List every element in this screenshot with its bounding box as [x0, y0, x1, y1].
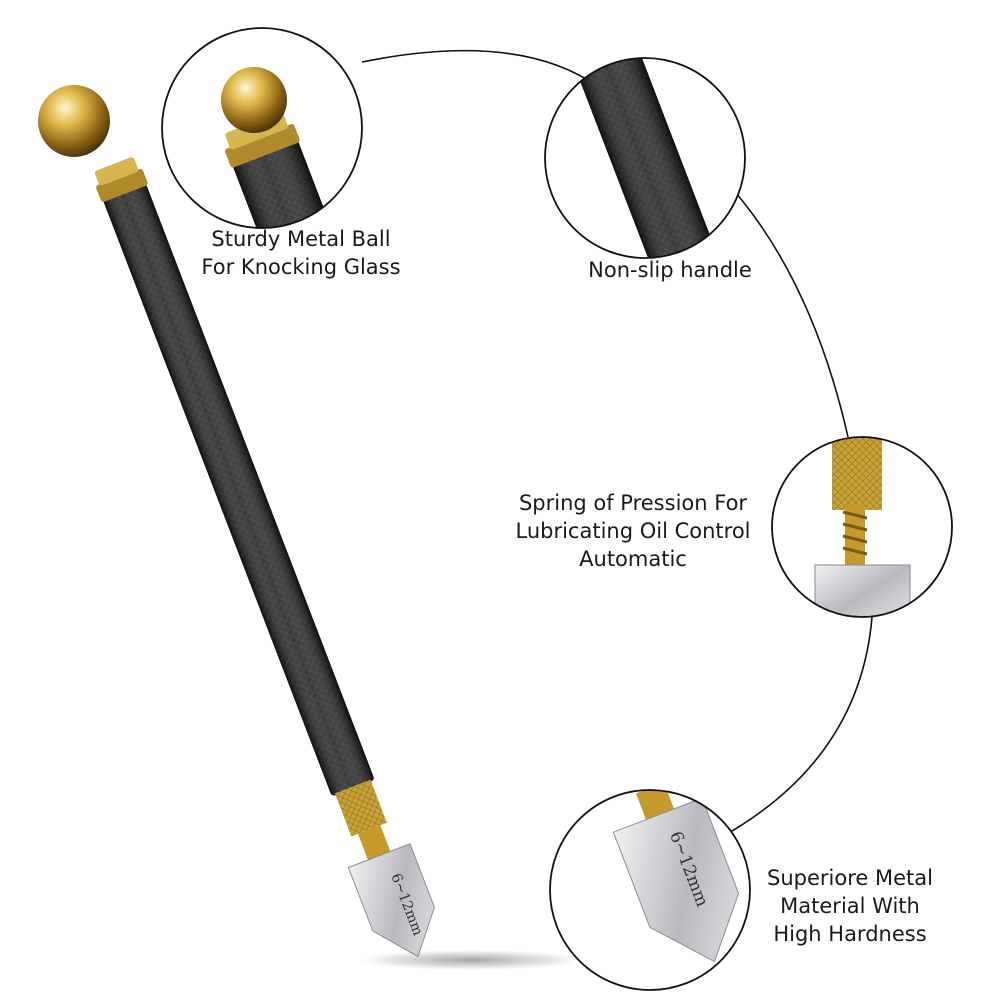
- caption-handle-line-1: Non-slip handle: [588, 258, 752, 282]
- callout-spring-circle: [771, 436, 953, 618]
- callout-head-circle: 6~12mm: [549, 789, 751, 991]
- tool-shadow: [360, 950, 580, 970]
- caption-head-line-2: Material With: [780, 894, 920, 918]
- metal-ball: [38, 85, 110, 157]
- caption-head: Superiore Metal Material With High Hardn…: [767, 864, 933, 948]
- caption-spring-line-1: Spring of Pression For: [518, 491, 748, 515]
- caption-handle: Non-slip handle: [588, 256, 752, 284]
- cutting-head: 6~12mm: [347, 843, 435, 958]
- caption-spring-line-3: Automatic: [579, 547, 687, 571]
- callout-handle-circle: [544, 57, 746, 259]
- connector-arc: [361, 49, 873, 839]
- caption-ball-line-1: Sturdy Metal Ball: [211, 227, 391, 251]
- caption-spring: Spring of Pression For Lubricating Oil C…: [515, 489, 750, 573]
- glass-cutter: 6~12mm: [38, 85, 435, 958]
- brass-ferrule: [334, 779, 387, 837]
- caption-spring-line-2: Lubricating Oil Control: [515, 519, 751, 543]
- caption-head-line-1: Superiore Metal: [767, 866, 933, 890]
- callout-ball-circle: [161, 27, 363, 229]
- caption-ball-line-2: For Knocking Glass: [201, 255, 401, 279]
- caption-head-line-3: High Hardness: [773, 922, 927, 946]
- caption-ball: Sturdy Metal Ball For Knocking Glass: [201, 225, 400, 281]
